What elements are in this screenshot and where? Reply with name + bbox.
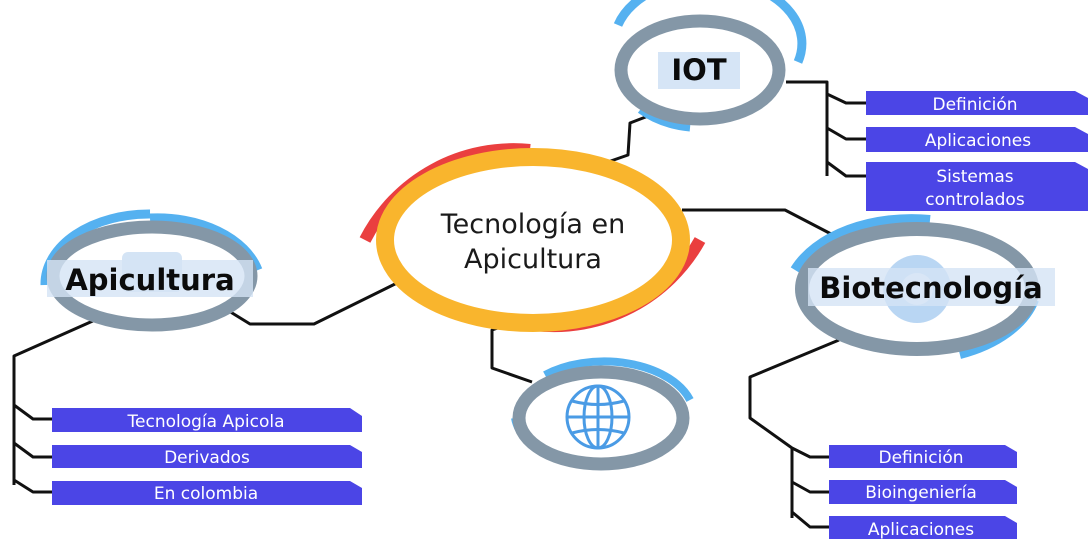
connector-center-iot xyxy=(604,111,657,165)
bio-item-2 xyxy=(829,480,1017,504)
globe-blue-arc-top xyxy=(543,357,694,402)
connector-lines xyxy=(12,80,866,529)
center-title-line1: Tecnología en xyxy=(440,209,626,240)
biotecnologia-title: Biotecnología xyxy=(819,271,1042,305)
apicultura-item-1-label: Tecnología Apicola xyxy=(127,412,285,432)
apicultura-item-2-label: Derivados xyxy=(164,448,250,468)
iot-item-1-label: Definición xyxy=(933,95,1018,115)
iot-node: IOT xyxy=(613,0,807,132)
iot-title: IOT xyxy=(671,53,726,87)
connector-iot-list xyxy=(786,80,866,178)
apicultura-item-3-label: En colombia xyxy=(154,484,258,504)
bio-title-box xyxy=(808,268,1055,306)
bio-item-1 xyxy=(829,445,1017,468)
bio-item-2-label: Bioingeniería xyxy=(865,483,977,503)
center-title-line2: Apicultura xyxy=(464,244,602,275)
connector-bio-list xyxy=(748,338,840,529)
connector-center-bio xyxy=(682,208,836,238)
bio-item-1-label: Definición xyxy=(879,448,964,468)
globe-node xyxy=(511,357,694,471)
connector-api-list xyxy=(12,318,96,494)
iot-blue-arc-2 xyxy=(637,107,691,132)
connector-center-api xyxy=(223,281,398,326)
bio-blue-arc xyxy=(790,214,931,273)
iot-item-3 xyxy=(866,162,1088,211)
globe-icon xyxy=(565,384,631,450)
center-node: Tecnología en Apicultura xyxy=(359,143,706,333)
iot-list: Definición Aplicaciones Sistemas control… xyxy=(866,91,1088,211)
iot-item-2-label: Aplicaciones xyxy=(925,131,1031,151)
biotecnologia-list: Definición Bioingeniería Aplicaciones xyxy=(829,445,1017,539)
apicultura-item-3 xyxy=(52,481,362,505)
iot-item-3-label-line1: Sistemas xyxy=(936,167,1013,187)
apicultura-item-2 xyxy=(52,445,362,468)
iot-item-2 xyxy=(866,127,1088,152)
iot-blue-arc xyxy=(613,0,807,64)
apicultura-node: Apicultura xyxy=(40,209,263,332)
apicultura-title-box xyxy=(47,260,253,297)
center-ring xyxy=(376,148,690,332)
apicultura-title: Apicultura xyxy=(65,263,234,297)
biotecnologia-node: Biotecnología xyxy=(790,214,1055,359)
iot-title-box xyxy=(658,52,740,89)
iot-item-3-label-line2: controlados xyxy=(925,190,1025,210)
bio-item-3-label: Aplicaciones xyxy=(868,520,974,539)
iot-item-1 xyxy=(866,91,1088,115)
apicultura-list: Tecnología Apicola Derivados En colombia xyxy=(52,408,362,505)
apicultura-item-1 xyxy=(52,408,362,432)
bio-item-3 xyxy=(829,516,1017,539)
